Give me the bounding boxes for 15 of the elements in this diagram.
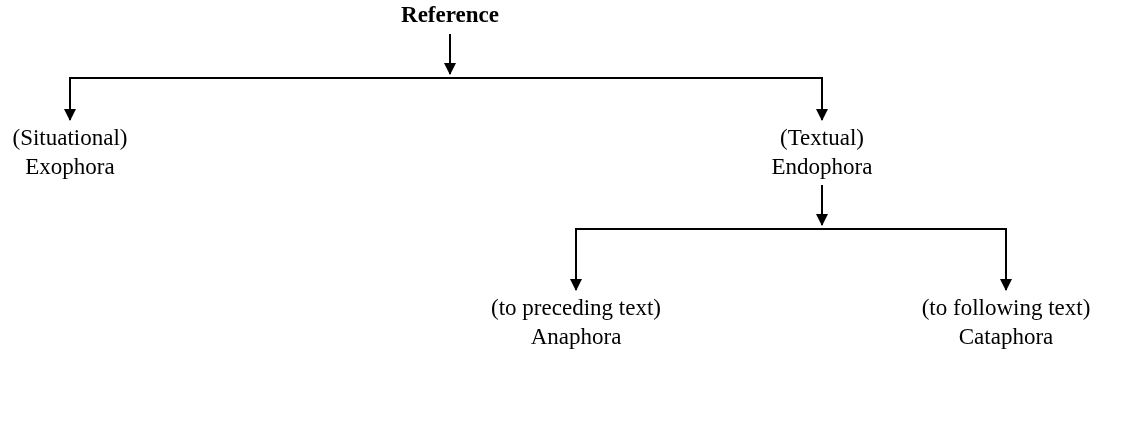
arrow	[816, 184, 828, 226]
term-text: Endophora	[771, 153, 873, 181]
qualifier-text: (Textual)	[780, 124, 864, 152]
connector-arrow	[449, 77, 828, 121]
arrow	[444, 33, 456, 75]
qualifier-text: (to preceding text)	[491, 294, 661, 322]
title-text: Reference	[401, 1, 499, 29]
qualifier-text: (to following text)	[921, 294, 1091, 322]
term-text: Exophora	[25, 153, 115, 181]
connector-arrow	[570, 228, 823, 291]
connector-arrow	[64, 77, 451, 121]
connector-arrow	[821, 228, 1012, 291]
term-text: Anaphora	[530, 323, 622, 351]
qualifier-text: (Situational)	[12, 124, 128, 152]
term-text: Cataphora	[958, 323, 1054, 351]
